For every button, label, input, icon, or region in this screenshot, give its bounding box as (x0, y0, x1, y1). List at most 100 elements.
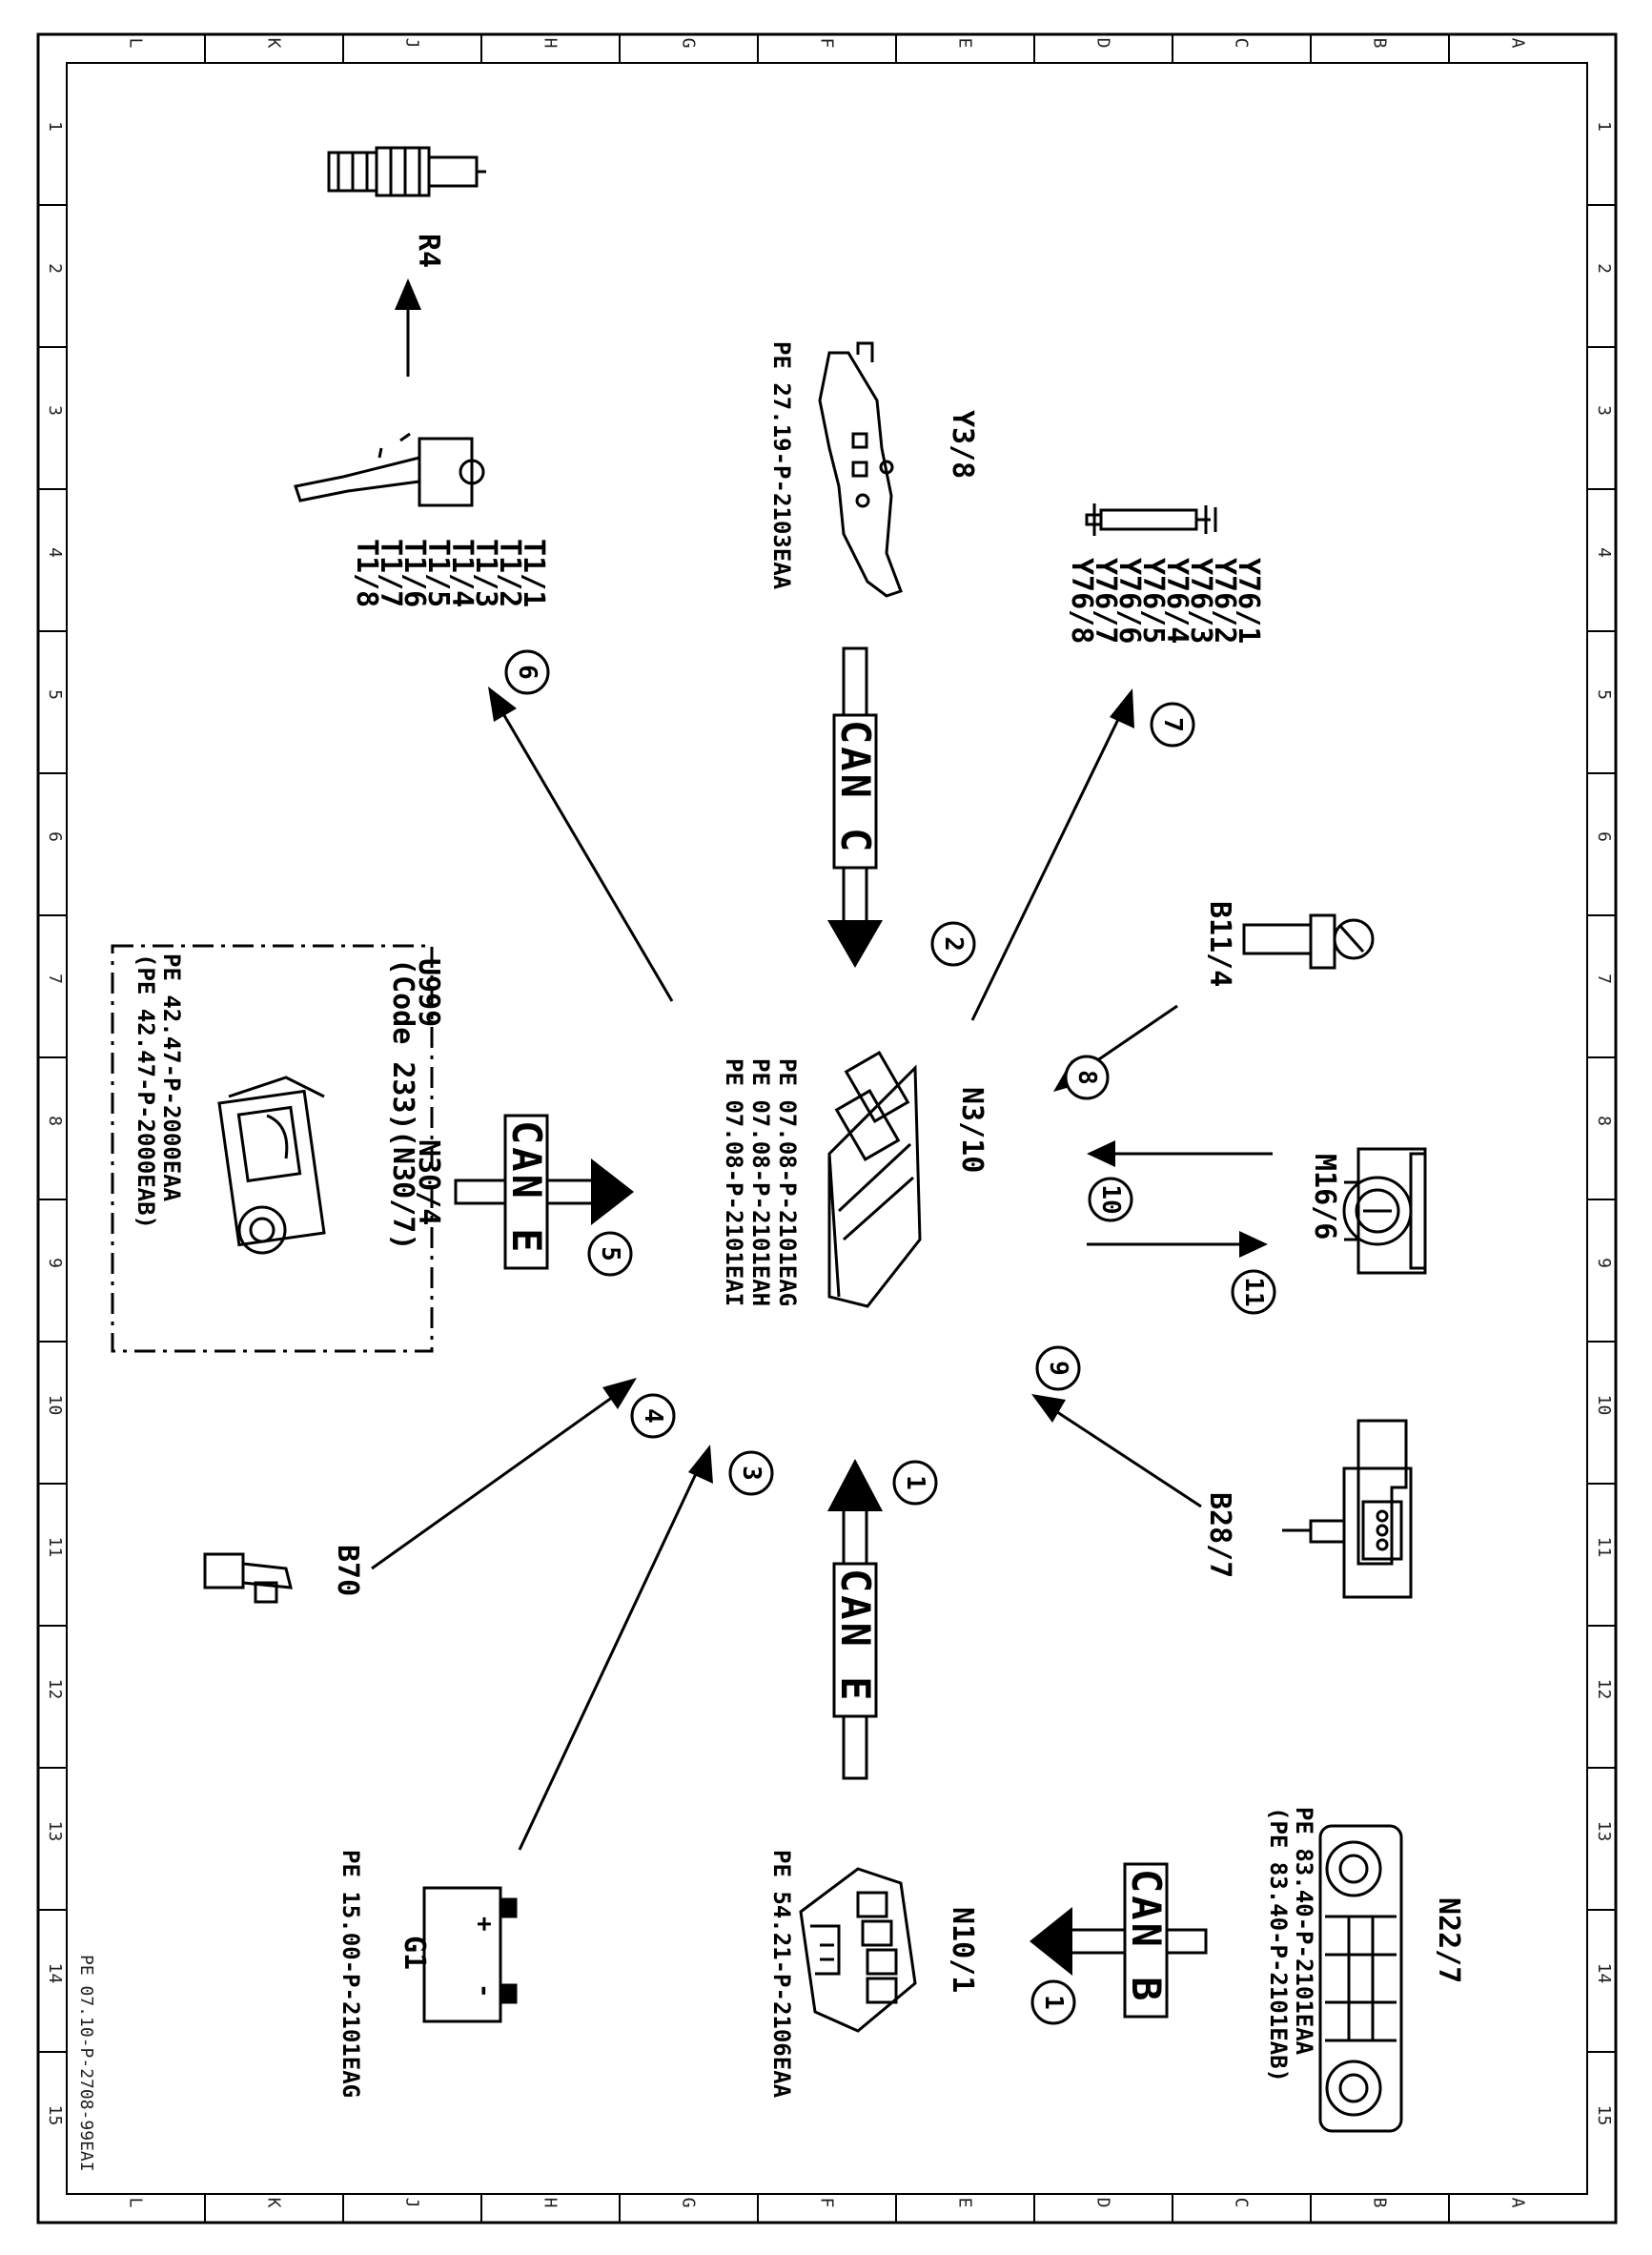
t1-8-label: T1/8 (350, 539, 383, 607)
svg-text:1: 1 (901, 1475, 929, 1490)
grid-number-right-15: 15 (1594, 2105, 1614, 2126)
grid-letter-top-A: A (1508, 38, 1528, 49)
signal-marker-2: 2 (930, 921, 976, 967)
can-e-bottom-bus: CAN E (827, 1459, 883, 1780)
t1-2-label: T1/2 (493, 539, 526, 607)
n3-10-ref-3: PE 07.08-P-2101EAI (721, 1058, 747, 1306)
u999-dashed-box (111, 944, 434, 1353)
n30-7-label: (N30/7) (386, 1130, 419, 1250)
u999-ref-2: (PE 42.47-P-2000EAB) (133, 953, 159, 1229)
y3-8-valve-body-icon (818, 341, 903, 598)
grid-number-left-11: 11 (45, 1537, 65, 1558)
grid-letter-top-B: B (1370, 38, 1390, 49)
t1-to-r4-arrowhead (395, 278, 421, 310)
signal-3-arrowhead (688, 1445, 713, 1484)
can-b-bus: CAN B (1030, 1862, 1208, 2019)
b11-4-sensor-icon (1242, 913, 1375, 970)
svg-text:2: 2 (939, 936, 968, 952)
signal-7-arrowhead (1110, 688, 1134, 728)
grid-letter-top-D: D (1093, 38, 1113, 49)
n3-10-references: PE 07.08-P-2101EAG PE 07.08-P-2101EAH PE… (721, 1058, 801, 1306)
signal-4-arrowhead (602, 1378, 637, 1409)
grid-number-right-9: 9 (1594, 1258, 1614, 1268)
signal-6-arrowhead (488, 687, 517, 722)
grid-number-right-13: 13 (1594, 1821, 1614, 1842)
n3-10-ref-2: PE 07.08-P-2101EAH (747, 1058, 774, 1306)
t1-4-label: T1/4 (445, 539, 479, 607)
svg-text:1: 1 (1039, 1995, 1068, 2010)
grid-number-left-7: 7 (45, 974, 65, 984)
signal-marker-7: 7 (1150, 702, 1195, 748)
t1-1-label: T1/1 (517, 539, 550, 607)
m16-6-throttle-icon (1342, 1147, 1427, 1275)
signal-4-line (371, 1390, 621, 1570)
grid-letter-top-G: G (679, 38, 699, 49)
y76-3-label: Y76/3 (1184, 558, 1217, 644)
grid-number-left-6: 6 (45, 831, 65, 842)
svg-text:8: 8 (1072, 1070, 1101, 1085)
grid-letter-top-L: L (126, 38, 146, 49)
grid-letter-top-K: K (264, 38, 284, 49)
grid-letter-top-J: J (402, 38, 422, 49)
b28-7-pressure-sensor-icon (1282, 1419, 1413, 1599)
signal-marker-11: 11 (1231, 1269, 1276, 1315)
n22-7-climate-control-icon (1318, 1824, 1403, 2133)
can-e-left-label: CAN E (503, 1120, 550, 1255)
n22-7-label: N22/7 (1432, 1897, 1465, 1983)
u999-references: PE 42.47-P-2000EAA (PE 42.47-P-2000EAB) (133, 953, 185, 1229)
y3-8-label: Y3/8 (946, 410, 979, 479)
grid-number-right-14: 14 (1594, 1963, 1614, 1984)
grid-ticks (38, 34, 1616, 2223)
grid-number-right-1: 1 (1594, 121, 1614, 132)
n3-10-ecu-icon (827, 1050, 922, 1308)
svg-text:6: 6 (513, 665, 541, 680)
grid-letter-bottom-G: G (679, 2198, 699, 2208)
n22-7-references: PE 83.40-P-2101EAA (PE 83.40-P-2101EAB) (1265, 1807, 1317, 2082)
grid-letter-bottom-C: C (1232, 2198, 1252, 2208)
g1-minus-sign: - (470, 1983, 499, 1999)
svg-text:4: 4 (639, 1408, 667, 1424)
grid-number-left-4: 4 (45, 547, 65, 558)
b70-label: B70 (331, 1545, 364, 1596)
n30-control-unit-icon (217, 1076, 326, 1255)
n22-7-ref-2: (PE 83.40-P-2101EAB) (1265, 1807, 1292, 2082)
grid-letter-top-F: F (817, 38, 837, 49)
y76-labels: Y76/1 Y76/2 Y76/3 Y76/4 Y76/5 Y76/6 Y76/… (1065, 558, 1265, 644)
grid-number-left-10: 10 (45, 1395, 65, 1416)
signal-marker-4: 4 (630, 1393, 676, 1439)
grid-letter-bottom-D: D (1093, 2198, 1113, 2208)
can-c-bus: CAN C (827, 646, 883, 968)
grid-number-left-2: 2 (45, 263, 65, 274)
y76-7-label: Y76/7 (1089, 558, 1122, 644)
outer-frame (36, 32, 1618, 2224)
b11-4-label: B11/4 (1203, 901, 1236, 987)
grid-letter-bottom-H: H (540, 2198, 561, 2208)
n22-7-ref-1: PE 83.40-P-2101EAA (1291, 1807, 1317, 2056)
t1-7-label: T1/7 (374, 539, 407, 607)
grid-letter-bottom-K: K (264, 2198, 284, 2208)
y76-5-label: Y76/5 (1136, 558, 1170, 644)
signal-marker-1: 1 (892, 1460, 938, 1506)
r4-label: R4 (412, 234, 445, 268)
n3-10-ref-1: PE 07.08-P-2101EAG (774, 1058, 801, 1306)
signal-marker-9: 9 (1035, 1345, 1081, 1391)
g1-plus-sign: + (470, 1917, 499, 1932)
n3-10-label: N3/10 (955, 1087, 989, 1173)
signal-3-line (518, 1463, 703, 1851)
g1-label: G1 (398, 1936, 431, 1970)
grid-letter-bottom-F: F (817, 2198, 837, 2208)
svg-text:3: 3 (737, 1466, 765, 1481)
signal-9-line (1048, 1404, 1202, 1508)
y76-8-label: Y76/8 (1065, 558, 1098, 644)
grid-number-left-12: 12 (45, 1679, 65, 1700)
grid-letter-top-H: H (540, 38, 561, 49)
signal-10-arrowhead (1087, 1140, 1115, 1167)
t1-3-label: T1/3 (469, 539, 502, 607)
n10-1-reference: PE 54.21-P-2106EAA (768, 1850, 795, 2099)
signal-marker-3: 3 (728, 1450, 774, 1496)
svg-text:9: 9 (1044, 1361, 1072, 1376)
m16-6-label: M16/6 (1308, 1154, 1341, 1240)
